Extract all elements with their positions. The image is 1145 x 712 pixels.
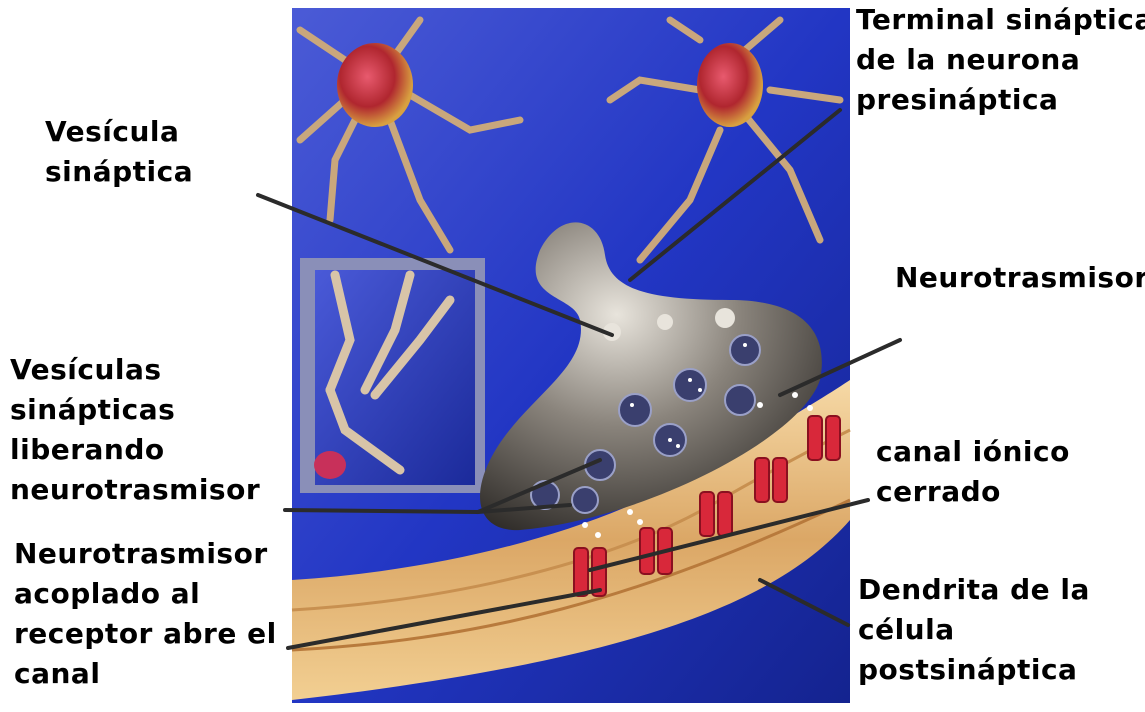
- label-line: cerrado: [876, 472, 1070, 512]
- label-line: receptor abre el: [14, 614, 277, 654]
- label-line: célula: [858, 610, 1090, 650]
- label-vesiculas-liberando: Vesículas sinápticas liberando neurotras…: [10, 350, 260, 510]
- label-line: canal iónico: [876, 432, 1070, 472]
- label-line: liberando: [10, 430, 260, 470]
- inset-panel: [300, 258, 485, 493]
- label-line: Neurotrasmisor: [14, 534, 277, 574]
- neuron-soma-left: [337, 43, 413, 127]
- label-line: postsináptica: [858, 650, 1090, 690]
- label-line: Neurotrasmisor: [895, 258, 1145, 298]
- label-terminal-presinaptica: Terminal sináptica de la neurona presiná…: [856, 0, 1145, 120]
- label-line: presináptica: [856, 80, 1145, 120]
- label-line: sinápticas: [10, 390, 260, 430]
- label-line: Vesículas: [10, 350, 260, 390]
- label-neurotrasmisor-acoplado: Neurotrasmisor acoplado al receptor abre…: [14, 534, 277, 694]
- label-dendrita-postsinaptica: Dendrita de la célula postsináptica: [858, 570, 1090, 690]
- label-line: canal: [14, 654, 277, 694]
- label-vesicula-sinaptica: Vesícula sináptica: [45, 112, 193, 192]
- label-line: Vesícula: [45, 112, 193, 152]
- label-line: acoplado al: [14, 574, 277, 614]
- label-neurotrasmisor: Neurotrasmisor: [895, 258, 1145, 298]
- label-canal-cerrado: canal iónico cerrado: [876, 432, 1070, 512]
- label-line: Dendrita de la: [858, 570, 1090, 610]
- label-line: Terminal sináptica: [856, 0, 1145, 40]
- label-line: neurotrasmisor: [10, 470, 260, 510]
- neuron-soma-right: [697, 43, 763, 127]
- label-line: de la neurona: [856, 40, 1145, 80]
- label-line: sináptica: [45, 152, 193, 192]
